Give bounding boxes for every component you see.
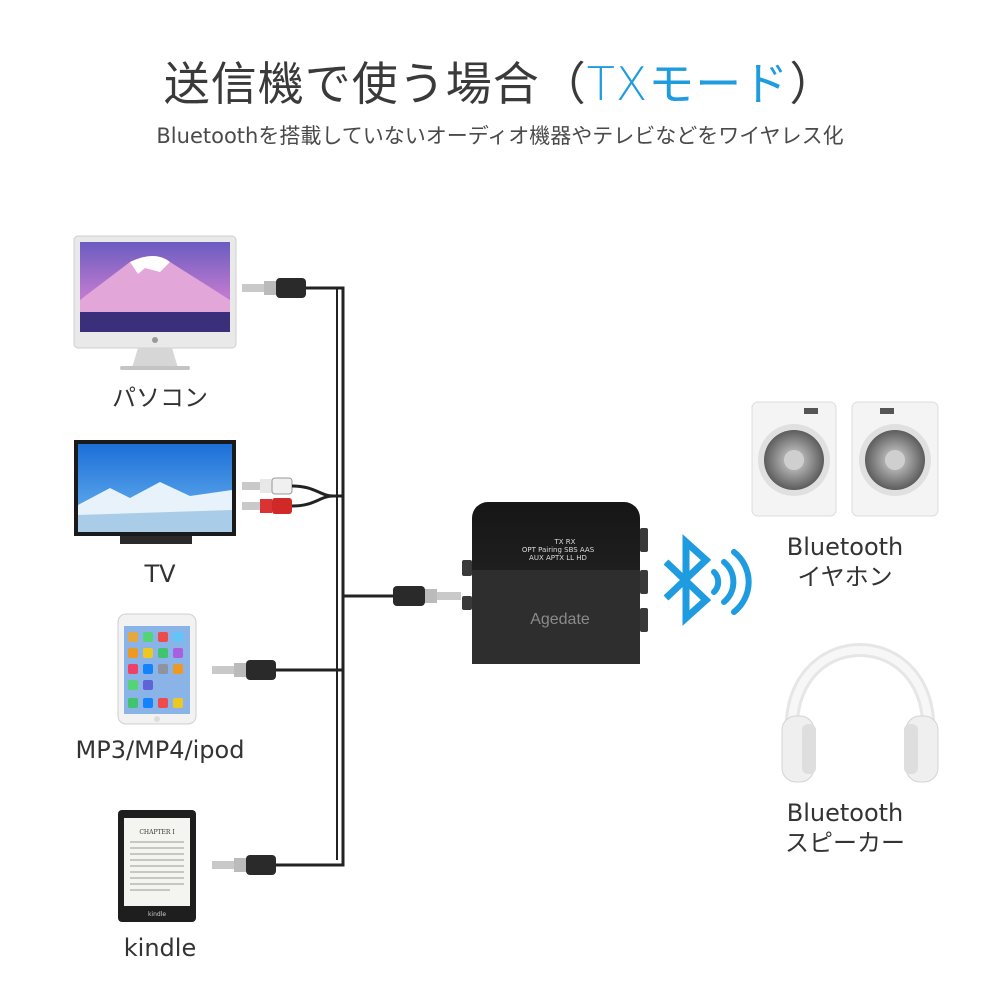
output-line2: イヤホン <box>797 563 893 591</box>
output-label-earphones: Bluetooth イヤホン <box>725 532 965 592</box>
output-line1: Bluetooth <box>786 799 904 827</box>
cable-bundle <box>270 286 395 867</box>
kindle-brand-text: kindle <box>148 911 166 918</box>
speakers-icon <box>751 401 939 517</box>
imac-icon <box>73 235 237 370</box>
device-brand: Agedate <box>530 611 590 628</box>
kindle-icon: CHAPTER I kindle <box>118 810 196 922</box>
headphones-icon <box>781 643 939 783</box>
indicator-row-2: OPT Pairing SBS AAS <box>522 546 595 554</box>
title-suffix: ） <box>789 57 837 111</box>
jack-plug-pc <box>242 278 306 298</box>
title-mode: TXモード <box>586 57 790 111</box>
output-label-speaker: Bluetooth スピーカー <box>725 798 965 858</box>
output-line1: Bluetooth <box>786 533 904 561</box>
source-label-pc: パソコン <box>112 384 208 412</box>
jack-plug-ipad <box>212 660 276 680</box>
indicator-row-1: TX RX <box>554 538 576 546</box>
agedate-transmitter: TX RX OPT Pairing SBS AAS AUX APTX LL HD… <box>462 502 648 664</box>
jack-plug-device <box>393 586 461 606</box>
output-line2: スピーカー <box>785 829 905 857</box>
kindle-chapter-text: CHAPTER I <box>139 829 175 836</box>
indicator-row-3: AUX APTX LL HD <box>529 554 587 562</box>
tv-icon <box>74 440 236 544</box>
page-title: 送信機で使う場合（TXモード） <box>0 48 1000 114</box>
title-prefix: 送信機で使う場合（ <box>163 57 587 111</box>
source-label-tv: TV <box>144 560 176 588</box>
signal-waves-icon <box>711 549 752 615</box>
bluetooth-icon <box>663 534 712 626</box>
jack-plug-kindle <box>212 855 276 875</box>
ipad-icon <box>117 613 197 725</box>
page-subtitle: Bluetoothを搭載していないオーディオ機器やテレビなどをワイヤレス化 <box>156 124 844 148</box>
source-label-kindle: kindle <box>123 934 197 962</box>
source-label-mp3: MP3/MP4/ipod <box>75 736 245 764</box>
rca-plugs-tv <box>242 477 334 514</box>
